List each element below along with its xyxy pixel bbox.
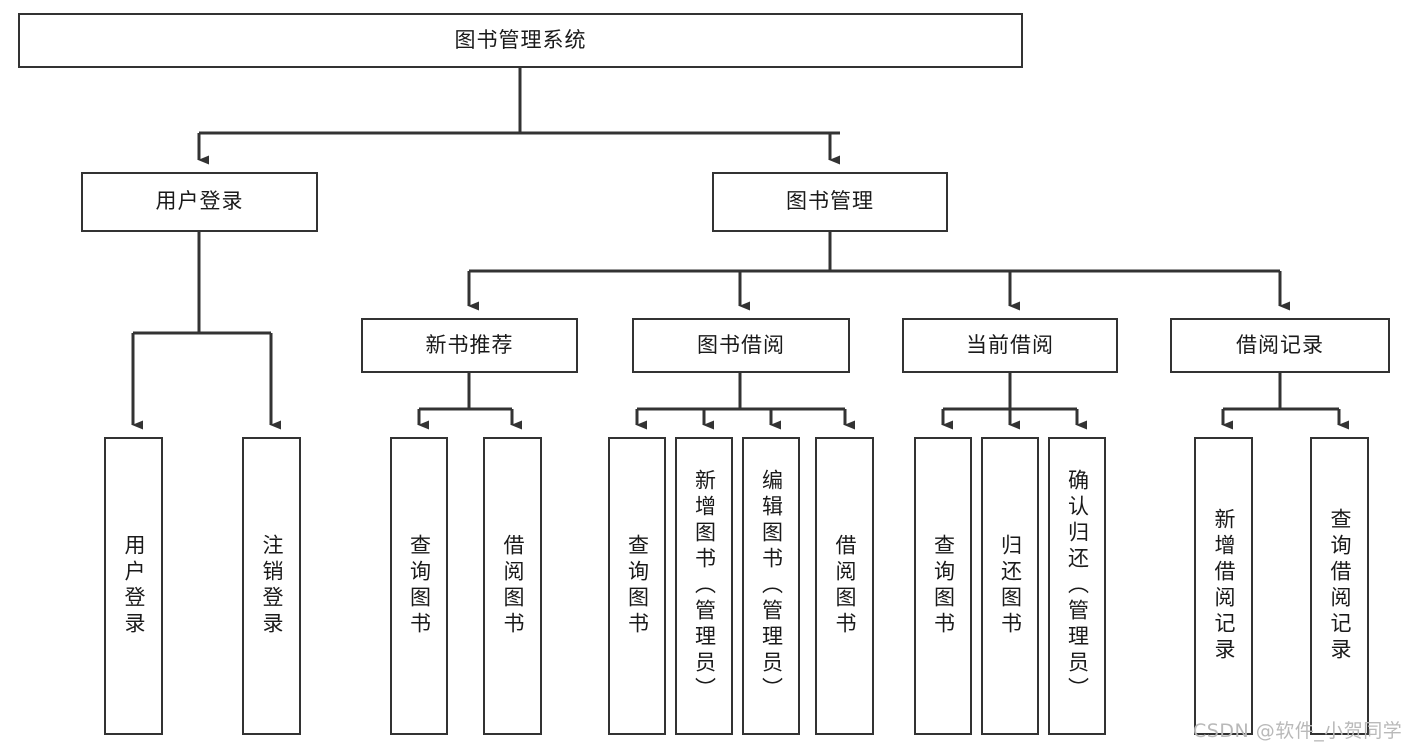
node-leaf-confirm-return[interactable]: 确认归还（管理员）: [1048, 437, 1106, 735]
node-root-label: 图书管理系统: [454, 27, 587, 52]
node-leaf-return-book-label: 归还图书: [998, 534, 1023, 638]
node-current-borrow-label: 当前借阅: [966, 332, 1054, 357]
node-leaf-confirm-return-label: 确认归还（管理员）: [1065, 469, 1090, 703]
node-user-login[interactable]: 用户登录: [81, 172, 318, 232]
node-leaf-query-book-2-label: 查询图书: [625, 534, 650, 638]
node-leaf-add-record-label: 新增借阅记录: [1212, 508, 1236, 664]
node-leaf-user-logout[interactable]: 注销登录: [242, 437, 301, 735]
node-borrow-record-label: 借阅记录: [1236, 332, 1324, 357]
node-leaf-query-book-3-label: 查询图书: [931, 534, 956, 638]
node-book-manage[interactable]: 图书管理: [712, 172, 948, 232]
node-root[interactable]: 图书管理系统: [18, 13, 1023, 68]
node-leaf-query-book-1[interactable]: 查询图书: [390, 437, 448, 735]
node-leaf-borrow-book-1[interactable]: 借阅图书: [483, 437, 542, 735]
node-user-login-label: 用户登录: [155, 189, 244, 214]
node-leaf-edit-book-label: 编辑图书（管理员）: [759, 469, 784, 703]
node-leaf-add-book-label: 新增图书（管理员）: [692, 469, 717, 703]
node-current-borrow[interactable]: 当前借阅: [902, 318, 1118, 373]
node-leaf-return-book[interactable]: 归还图书: [981, 437, 1039, 735]
node-leaf-query-book-1-label: 查询图书: [407, 534, 432, 638]
node-book-manage-label: 图书管理: [786, 189, 874, 214]
node-leaf-borrow-book-2[interactable]: 借阅图书: [815, 437, 874, 735]
node-leaf-user-login-label: 用户登录: [122, 534, 146, 638]
node-leaf-query-book-3[interactable]: 查询图书: [914, 437, 972, 735]
node-new-book-recommend[interactable]: 新书推荐: [361, 318, 578, 373]
node-leaf-add-record[interactable]: 新增借阅记录: [1194, 437, 1253, 735]
node-new-book-recommend-label: 新书推荐: [425, 332, 514, 357]
node-leaf-borrow-book-1-label: 借阅图书: [501, 534, 525, 638]
node-book-borrow-label: 图书借阅: [697, 332, 785, 357]
csdn-watermark: CSDN @软件_小贺同学: [1193, 720, 1403, 742]
node-leaf-user-login[interactable]: 用户登录: [104, 437, 163, 735]
node-leaf-add-book[interactable]: 新增图书（管理员）: [675, 437, 733, 735]
node-book-borrow[interactable]: 图书借阅: [632, 318, 850, 373]
node-leaf-query-record[interactable]: 查询借阅记录: [1310, 437, 1369, 735]
node-leaf-query-book-2[interactable]: 查询图书: [608, 437, 666, 735]
node-leaf-edit-book[interactable]: 编辑图书（管理员）: [742, 437, 800, 735]
node-borrow-record[interactable]: 借阅记录: [1170, 318, 1390, 373]
node-leaf-user-logout-label: 注销登录: [260, 534, 284, 638]
node-leaf-query-record-label: 查询借阅记录: [1328, 508, 1352, 664]
node-leaf-borrow-book-2-label: 借阅图书: [833, 534, 857, 638]
